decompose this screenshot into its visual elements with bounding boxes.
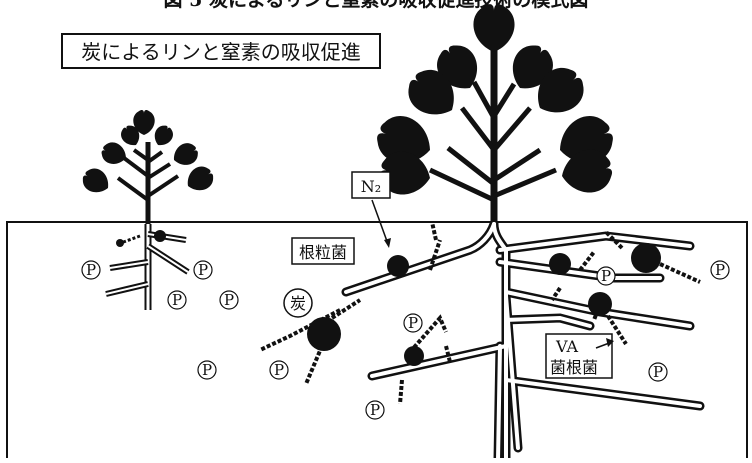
svg-text:P: P xyxy=(601,267,611,285)
svg-text:P: P xyxy=(715,261,725,279)
va-text-line1: VA xyxy=(555,337,578,356)
n2-label: N₂ xyxy=(351,171,391,248)
small-plant xyxy=(78,110,218,310)
va-text-line2: 菌根菌 xyxy=(550,358,598,377)
p-marker: P xyxy=(403,313,423,333)
root-nodule-label: 根粒菌 xyxy=(291,237,355,265)
svg-text:P: P xyxy=(224,291,234,309)
svg-text:P: P xyxy=(202,361,212,379)
svg-text:P: P xyxy=(653,363,663,381)
p-marker: P xyxy=(81,260,101,280)
p-marker: P xyxy=(365,400,385,420)
charcoal-text: 炭 xyxy=(290,294,306,313)
svg-text:P: P xyxy=(172,291,182,309)
p-marker: P xyxy=(269,360,289,380)
phosphorus-markers: P P P P P P P P P P P xyxy=(81,260,730,420)
svg-text:P: P xyxy=(198,261,208,279)
svg-text:P: P xyxy=(408,314,418,332)
p-marker: P xyxy=(648,362,668,382)
svg-text:P: P xyxy=(86,261,96,279)
svg-text:P: P xyxy=(370,401,380,419)
p-marker: P xyxy=(167,290,187,310)
p-marker: P xyxy=(710,260,730,280)
title-box: 炭によるリンと窒素の吸収促進 xyxy=(61,33,381,69)
p-marker: P xyxy=(193,260,213,280)
va-fungus-label: VA 菌根菌 xyxy=(545,333,614,379)
svg-text:P: P xyxy=(274,361,284,379)
p-marker: P xyxy=(219,290,239,310)
large-plant xyxy=(371,4,619,224)
title-box-text: 炭によるリンと窒素の吸収促進 xyxy=(81,40,360,64)
root-nodule-text: 根粒菌 xyxy=(299,243,347,262)
charcoal-label: 炭 xyxy=(283,288,313,318)
p-marker: P xyxy=(596,266,616,286)
nodules xyxy=(154,230,661,366)
p-marker: P xyxy=(197,360,217,380)
n2-text: N₂ xyxy=(361,177,381,196)
figure-caption: 図 5 炭によるリンと窒素の吸収促進技術の模式図 xyxy=(164,0,589,11)
